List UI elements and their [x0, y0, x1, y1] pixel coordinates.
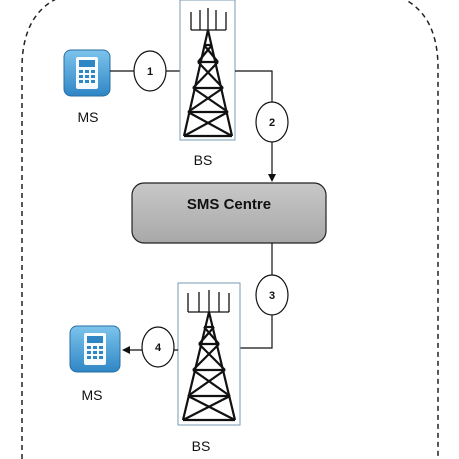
ms-bottom-phone-icon: [69, 325, 121, 373]
step-3-label: 3: [269, 290, 275, 302]
bs-bottom-tower-icon: [177, 282, 241, 426]
step-2-label: 2: [269, 117, 275, 129]
ms-bottom-label: MS: [82, 387, 103, 403]
step-2-marker: [255, 101, 289, 143]
network-boundary: [21, 0, 439, 459]
step-4-label: 4: [155, 342, 162, 354]
step-3-marker: [255, 274, 289, 316]
step-1-label: 1: [147, 66, 153, 78]
bs-top-tower-icon: [179, 0, 236, 141]
sms-centre-label: SMS Centre: [187, 196, 271, 213]
ms-top-phone-icon: [63, 49, 111, 97]
link-bs-top-to-sms-centre: [235, 70, 276, 182]
bs-top-label: BS: [194, 152, 213, 168]
step-1-marker: [133, 50, 167, 92]
step-4-marker: [141, 326, 175, 368]
sms-centre-box: [131, 182, 327, 244]
bs-bottom-label: BS: [192, 438, 211, 454]
ms-top-label: MS: [78, 109, 99, 125]
